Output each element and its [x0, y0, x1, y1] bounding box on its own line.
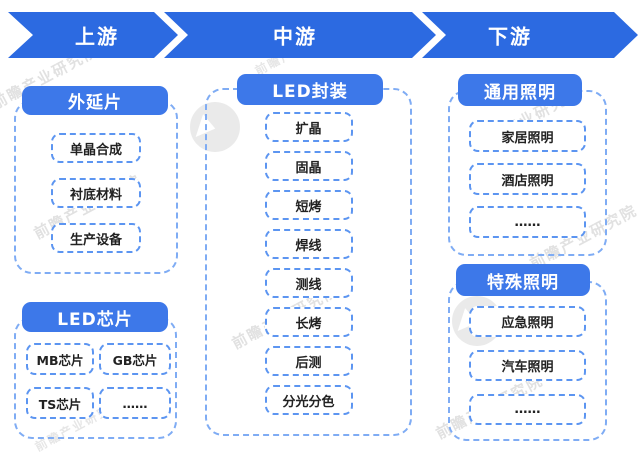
node-die-expansion: 扩晶: [264, 112, 353, 142]
node-automotive-lighting: 汽车照明: [469, 350, 586, 381]
node-special-ellipsis: ……: [469, 394, 586, 425]
node-post-testing: 后测: [264, 346, 353, 376]
section-title-led-packaging: LED封装: [237, 74, 383, 105]
section-title-general-lighting: 通用照明: [458, 74, 582, 106]
node-short-bake: 短烤: [264, 190, 353, 220]
node-sorting-binning: 分光分色: [264, 385, 353, 415]
section-title-led-chip: LED芯片: [22, 302, 168, 332]
node-production-equipment: 生产设备: [51, 223, 141, 253]
banner-label-downstream: 下游: [488, 24, 532, 49]
node-emergency-lighting: 应急照明: [469, 306, 586, 337]
node-substrate-material: 衬底材料: [51, 178, 141, 208]
banner-arrow-band: [8, 12, 638, 58]
banner-label-upstream: 上游: [75, 24, 119, 49]
node-chip-ellipsis: ……: [99, 387, 171, 419]
node-single-crystal: 单晶合成: [51, 133, 141, 163]
panel-led-packaging: 扩晶 固晶 短烤 焊线 测线 长烤 后测 分光分色: [205, 88, 412, 436]
watermark-logo-icon: [190, 102, 240, 152]
chain-stage-banner: 上游 中游 下游: [8, 12, 638, 58]
node-wire-testing: 测线: [264, 268, 353, 298]
node-die-bonding: 固晶: [264, 151, 353, 181]
node-wire-bonding: 焊线: [264, 229, 353, 259]
panel-epitaxial-wafer: 单晶合成 衬底材料 生产设备: [14, 100, 178, 274]
panel-special-lighting: 应急照明 汽车照明 ……: [448, 281, 607, 441]
panel-general-lighting: 家居照明 酒店照明 ……: [448, 90, 607, 256]
node-home-lighting: 家居照明: [469, 120, 586, 152]
node-hotel-lighting: 酒店照明: [469, 163, 586, 195]
section-title-special-lighting: 特殊照明: [456, 264, 590, 296]
panel-led-chip: MB芯片 GB芯片 TS芯片 ……: [14, 317, 177, 439]
node-mb-chip: MB芯片: [26, 343, 94, 375]
node-ts-chip: TS芯片: [26, 387, 94, 419]
banner-label-midstream: 中游: [273, 24, 317, 49]
node-general-ellipsis: ……: [469, 206, 586, 238]
node-long-bake: 长烤: [264, 307, 353, 337]
node-gb-chip: GB芯片: [99, 343, 171, 375]
section-title-epitaxial-wafer: 外延片: [22, 86, 168, 115]
